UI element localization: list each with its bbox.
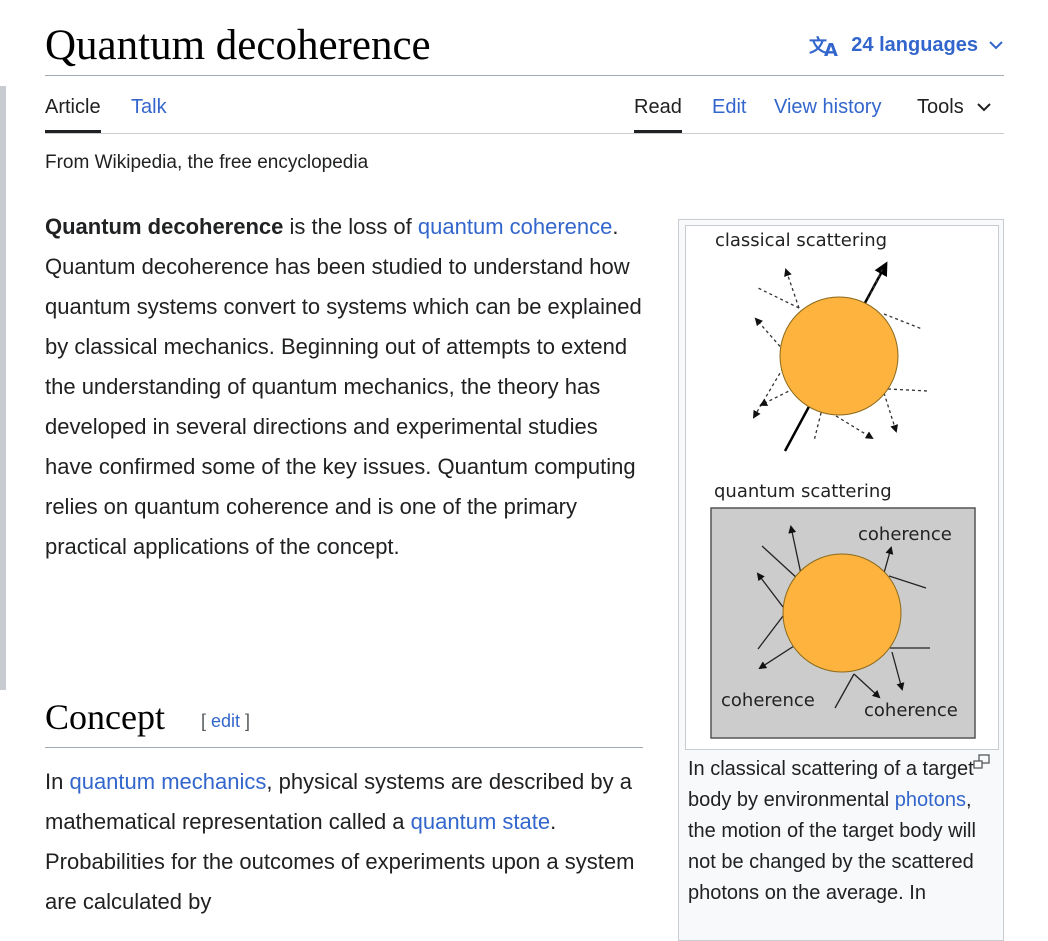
languages-button[interactable]: 文 A 24 languages [809, 30, 1004, 60]
para2-text-2: , physical systems are described by a ma… [45, 769, 632, 834]
label-classical-scattering: classical scattering [715, 230, 887, 251]
lead-text-2: . Quantum decoherence has been studied t… [45, 214, 642, 559]
tab-read[interactable]: Read [634, 96, 682, 133]
chevron-down-icon [976, 94, 992, 120]
concept-paragraph: In quantum mechanics, physical systems a… [45, 762, 645, 922]
edit-bracket-open: [ [201, 711, 212, 731]
para2-text-3: . Probabilities for the outcomes of expe… [45, 809, 635, 914]
section-title: Concept [45, 697, 165, 737]
page-tabs: Article Talk Read Edit View history Tool… [45, 86, 1004, 134]
section-edit: [ edit ] [201, 711, 250, 732]
tab-article[interactable]: Article [45, 96, 101, 133]
label-coherence-right: coherence [864, 700, 958, 721]
classical-target-body [779, 296, 899, 416]
tools-menu[interactable]: Tools [917, 94, 992, 120]
page-title: Quantum decoherence [45, 22, 431, 69]
para2-text-1: In [45, 769, 70, 794]
scattering-diagram[interactable]: classical scattering quan [685, 225, 999, 750]
languages-label: 24 languages [851, 33, 978, 56]
svg-text:文: 文 [809, 35, 828, 57]
edit-bracket-close: ] [240, 711, 251, 731]
link-photons[interactable]: photons [894, 789, 966, 811]
label-quantum-scattering: quantum scattering [714, 481, 892, 502]
tab-view-history[interactable]: View history [774, 96, 882, 118]
caption-text-1: In classical scattering of a target body… [688, 758, 974, 811]
title-row: Quantum decoherence 文 A 24 languages [45, 18, 1004, 76]
tab-edit[interactable]: Edit [712, 96, 747, 118]
infobox-figure: classical scattering quan [678, 219, 1004, 941]
section-edit-link[interactable]: edit [211, 711, 241, 731]
label-coherence-left: coherence [721, 690, 815, 711]
lead-bold-term: Quantum decoherence [45, 214, 284, 239]
caption-text-2: , the motion of the target body will not… [688, 789, 976, 904]
tab-talk[interactable]: Talk [131, 96, 167, 118]
page: Quantum decoherence 文 A 24 languages Art… [45, 0, 1004, 941]
translate-icon: 文 A [809, 32, 841, 58]
quantum-target-body [782, 553, 902, 673]
svg-text:A: A [824, 40, 838, 58]
lead-paragraph: Quantum decoherence is the loss of quant… [45, 207, 645, 567]
label-coherence-top: coherence [858, 524, 952, 545]
section-heading: Concept [ edit ] [45, 692, 643, 748]
left-edge-bar [0, 86, 6, 690]
link-quantum-state[interactable]: quantum state [410, 809, 551, 834]
tagline: From Wikipedia, the free encyclopedia [45, 152, 369, 173]
link-quantum-coherence[interactable]: quantum coherence [417, 214, 613, 239]
figure-caption: In classical scattering of a target body… [688, 754, 980, 909]
tools-label: Tools [917, 96, 964, 118]
enlarge-icon[interactable] [973, 754, 991, 775]
chevron-down-icon [988, 39, 1004, 51]
lead-text-1: is the loss of [283, 214, 418, 239]
link-quantum-mechanics[interactable]: quantum mechanics [69, 769, 267, 794]
